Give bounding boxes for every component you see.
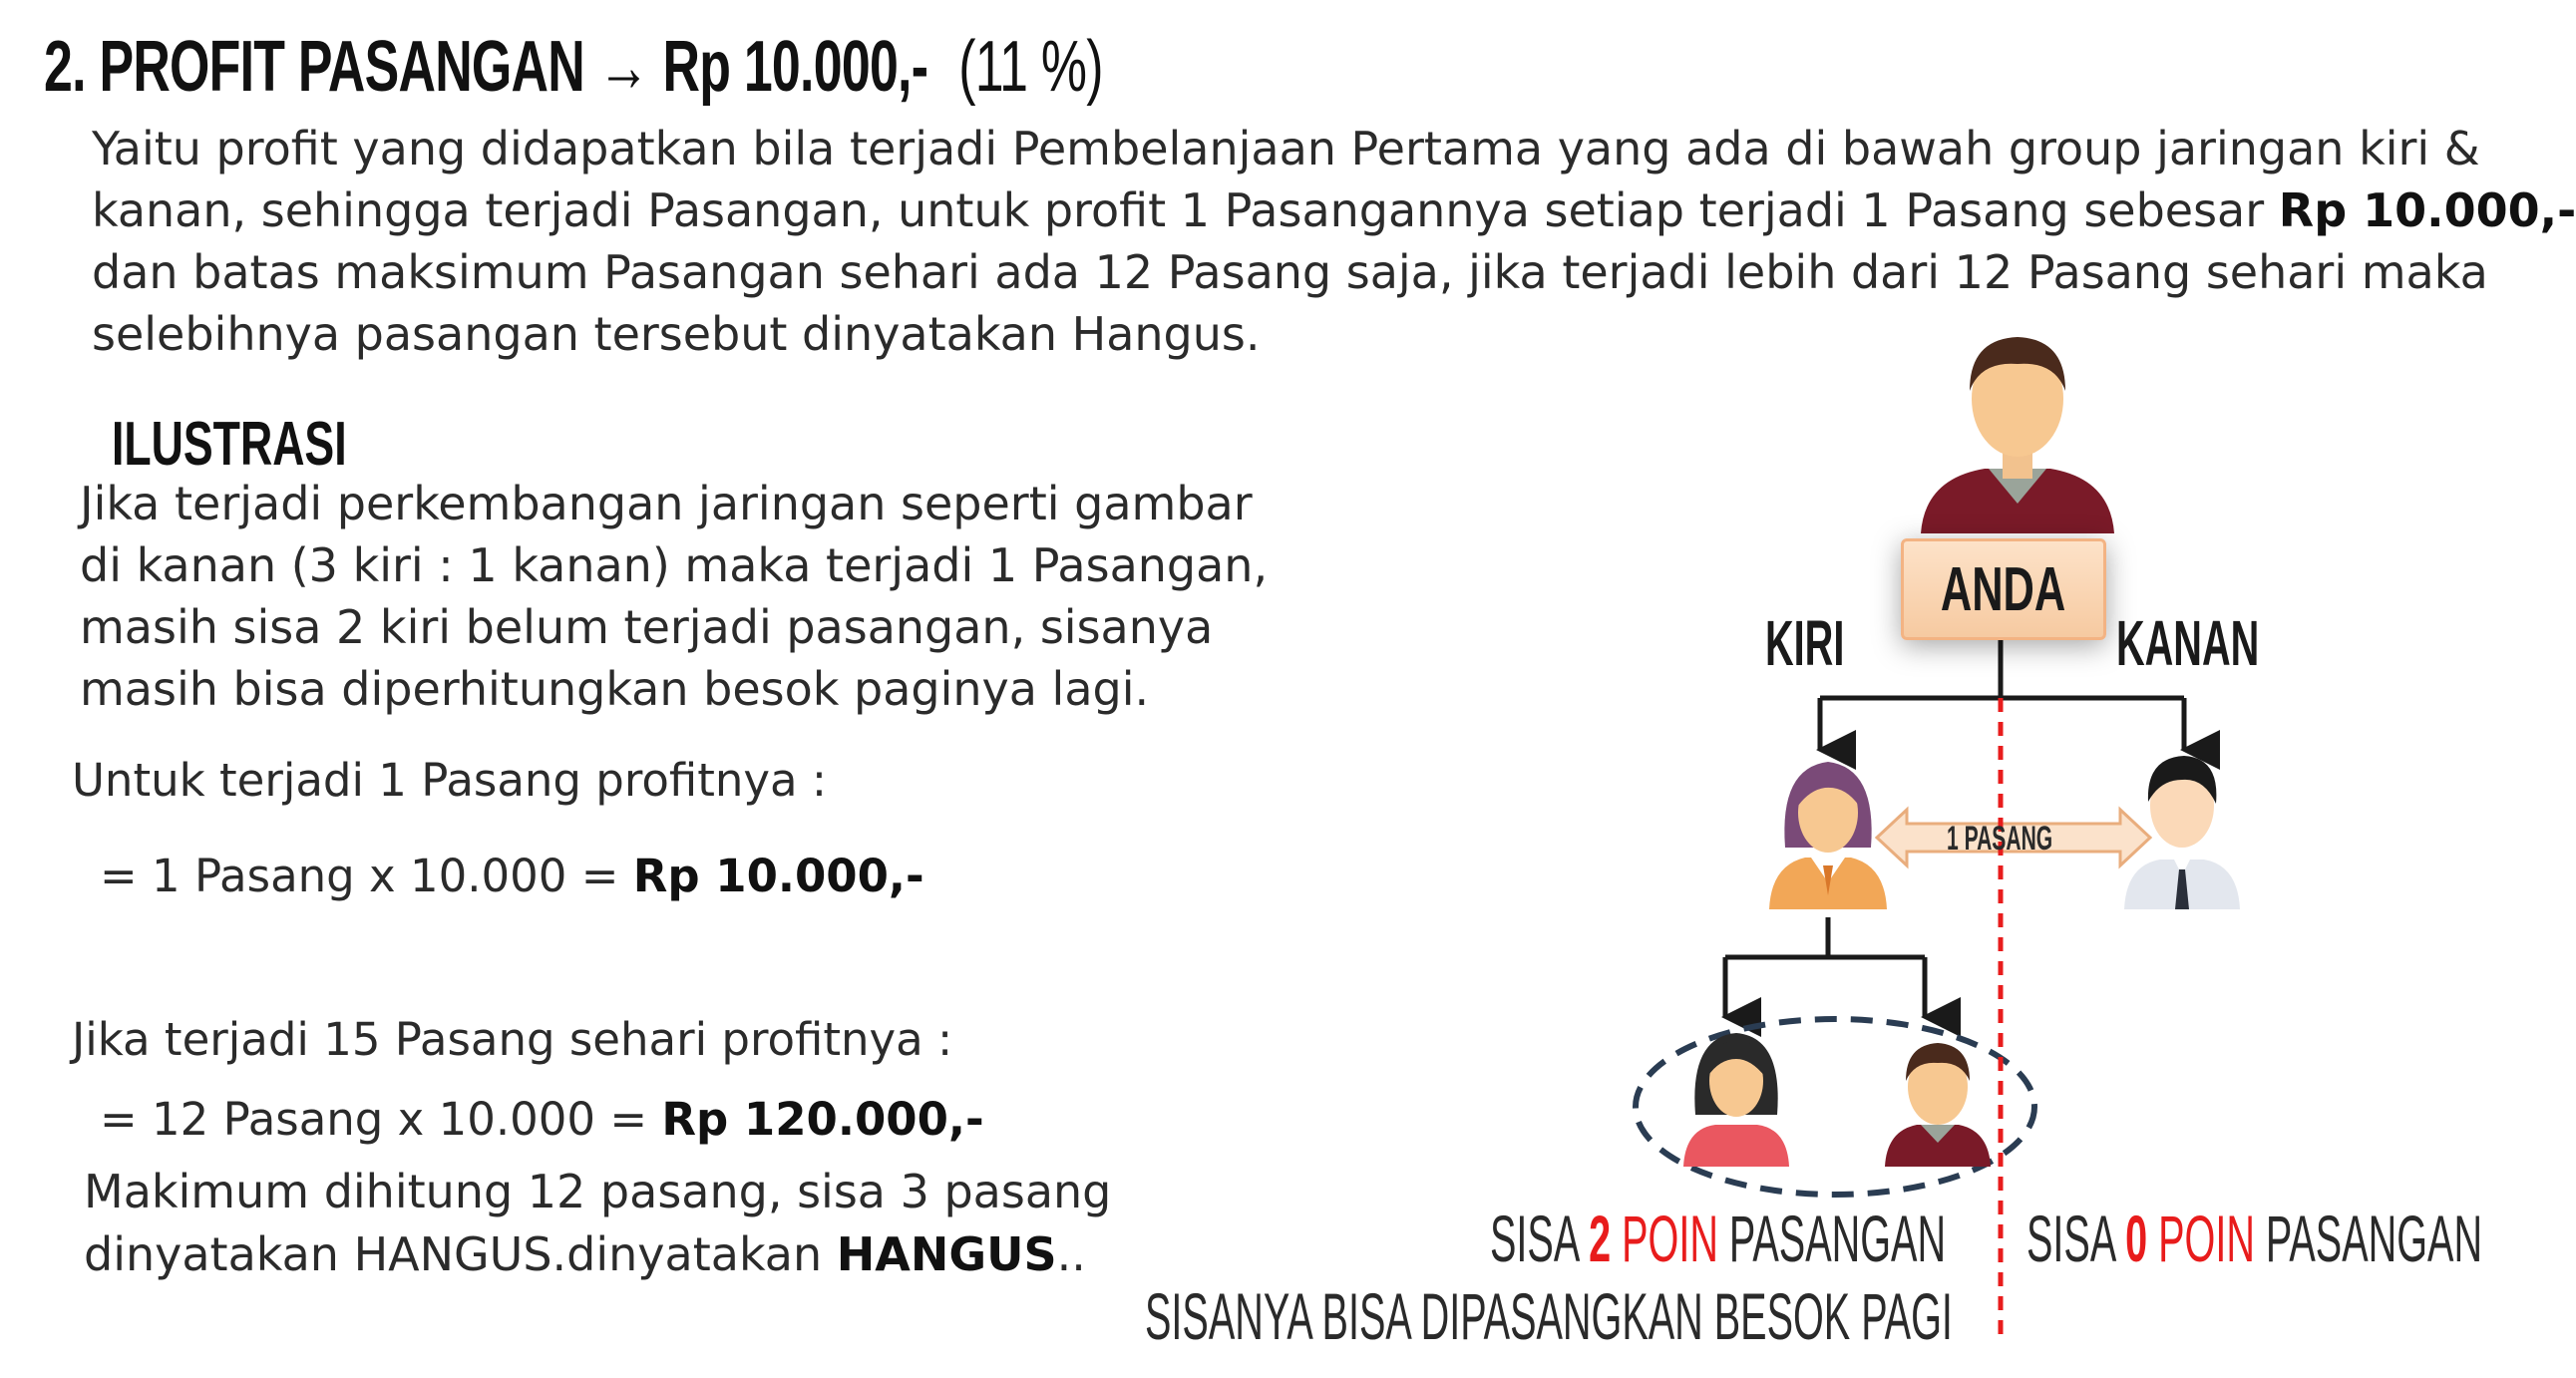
description-line: di kanan (3 kiri : 1 kanan) maka terjadi… xyxy=(80,538,1269,592)
remaining-count: 0 xyxy=(2125,1202,2148,1275)
double-arrow-icon xyxy=(1874,806,2153,869)
pair-label: 1 PASANG xyxy=(1947,820,2053,858)
maximum-dots: .. xyxy=(1056,1227,1086,1281)
remaining-poin: POIN xyxy=(2147,1202,2255,1275)
page-title: 2. PROFIT PASANGAN → Rp 10.000,- (11 %) xyxy=(44,26,1103,108)
woman-avatar-icon xyxy=(1683,1033,1789,1167)
remaining-suffix: PASANGAN xyxy=(1717,1202,1947,1275)
title-prefix: 2. PROFIT PASANGAN xyxy=(44,27,585,107)
calc1-expression: = 1 Pasang x 10.000 = xyxy=(100,850,633,902)
illustration-heading: ILUSTRASI xyxy=(112,410,347,479)
illustration-description: Jika terjadi perkembangan jaringan seper… xyxy=(80,473,1268,720)
paragraph-line: dan batas maksimum Pasangan sehari ada 1… xyxy=(92,245,2488,299)
calc1-formula: = 1 Pasang x 10.000 = Rp 10.000,- xyxy=(100,846,924,907)
title-amount: Rp 10.000,- xyxy=(662,27,928,107)
paragraph-text: kanan, sehingga terjadi Pasangan, untuk … xyxy=(92,183,2279,237)
description-line: masih bisa diperhitungkan besok paginya … xyxy=(80,662,1150,716)
remaining-count: 2 xyxy=(1589,1202,1612,1275)
explanation-paragraph: Yaitu profit yang didapatkan bila terjad… xyxy=(92,118,2576,365)
paragraph-bold-amount: Rp 10.000,- xyxy=(2278,183,2576,237)
calc2-result: Rp 120.000,- xyxy=(661,1093,984,1146)
root-label: ANDA xyxy=(1941,554,2066,624)
remaining-group-ellipse xyxy=(1633,1016,2037,1198)
paragraph-line: kanan, sehingga terjadi Pasangan, untuk … xyxy=(92,179,2576,241)
calc2-heading: Jika terjadi 15 Pasang sehari profitnya … xyxy=(72,1013,953,1066)
man-tie-avatar-icon xyxy=(2124,756,2240,909)
calc1-result: Rp 10.000,- xyxy=(632,850,924,902)
man-avatar-icon xyxy=(1885,1043,1991,1167)
calc1-heading: Untuk terjadi 1 Pasang profitnya : xyxy=(72,754,828,807)
paragraph-line: Yaitu profit yang didapatkan bila terjad… xyxy=(92,122,2480,175)
remaining-prefix: SISA xyxy=(2026,1202,2126,1275)
left-label: KIRI xyxy=(1765,607,1845,679)
remaining-prefix: SISA xyxy=(1490,1202,1590,1275)
maximum-line: Makimum dihitung 12 pasang, sisa 3 pasan… xyxy=(84,1165,1112,1218)
hangus-bold: HANGUS xyxy=(836,1227,1057,1281)
woman-avatar-icon xyxy=(1769,762,1887,909)
title-arrow: → xyxy=(597,27,650,107)
paragraph-line: selebihnya pasangan tersebut dinyatakan … xyxy=(92,307,1261,361)
carryover-note: SISANYA BISA DIPASANGKAN BESOK PAGI xyxy=(1145,1279,1953,1353)
calc2-formula: = 12 Pasang x 10.000 = Rp 120.000,- xyxy=(100,1089,984,1151)
maximum-note: Makimum dihitung 12 pasang, sisa 3 pasan… xyxy=(84,1161,1111,1286)
man-avatar-icon xyxy=(1921,337,2114,533)
remaining-poin: POIN xyxy=(1611,1202,1718,1275)
root-node-box: ANDA xyxy=(1901,538,2106,640)
calc2-expression: = 12 Pasang x 10.000 = xyxy=(100,1093,662,1146)
description-line: masih sisa 2 kiri belum terjadi pasangan… xyxy=(80,600,1214,654)
maximum-text: dinyatakan HANGUS.dinyatakan xyxy=(84,1227,837,1281)
left-remaining-label: SISA 2 POIN PASANGAN xyxy=(1490,1201,1946,1276)
title-percent: (11 %) xyxy=(958,27,1103,107)
right-label: KANAN xyxy=(2116,607,2260,679)
description-line: Jika terjadi perkembangan jaringan seper… xyxy=(80,477,1253,530)
right-remaining-label: SISA 0 POIN PASANGAN xyxy=(2026,1201,2482,1276)
remaining-suffix: PASANGAN xyxy=(2254,1202,2483,1275)
maximum-line: dinyatakan HANGUS.dinyatakan HANGUS.. xyxy=(84,1223,1111,1286)
